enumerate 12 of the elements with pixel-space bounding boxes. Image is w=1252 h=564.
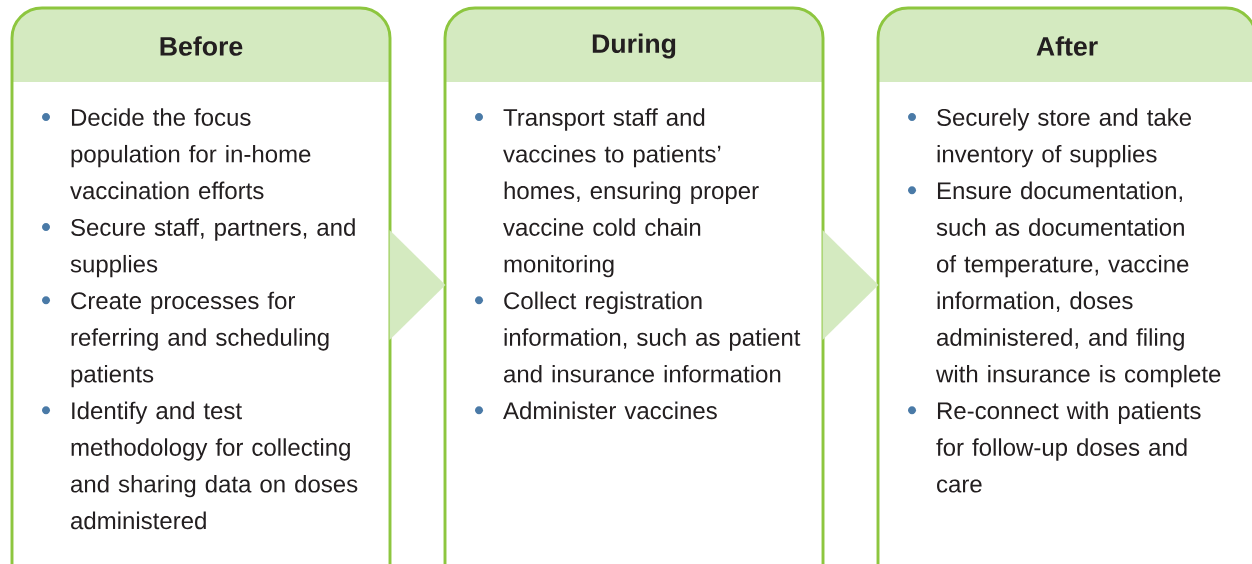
bullet-item: Ensure documentation, such as documentation of temperature, vaccine information, doses administered, and filing with insurance is complete bbox=[935, 181, 1221, 388]
bullet-item: Decide the focus population for in-home vaccination efforts bbox=[70, 108, 311, 200]
bullet-item: Transport staff and vaccines to patients’ homes, ensuring proper vaccine cold chain monitoring bbox=[503, 108, 759, 278]
bullet-item: Collect registration information, such as patient and insurance information bbox=[504, 291, 801, 383]
chevron-arrow bbox=[389, 230, 446, 340]
bullet-item: Securely store and take inventory of supplies bbox=[937, 108, 1191, 168]
bullet-item: Administer vaccines bbox=[503, 401, 717, 420]
bullet-item: Re-connect with patients for follow-up doses and care bbox=[936, 401, 1201, 493]
chevron-arrow bbox=[822, 230, 879, 340]
bullet-item: Identify and test methodology for collecting and sharing data on doses administered bbox=[71, 401, 358, 530]
bullet-item: Secure staff, partners, and supplies bbox=[70, 218, 355, 278]
bullet-item: Create processes for referring and scheduling patients bbox=[71, 291, 329, 388]
